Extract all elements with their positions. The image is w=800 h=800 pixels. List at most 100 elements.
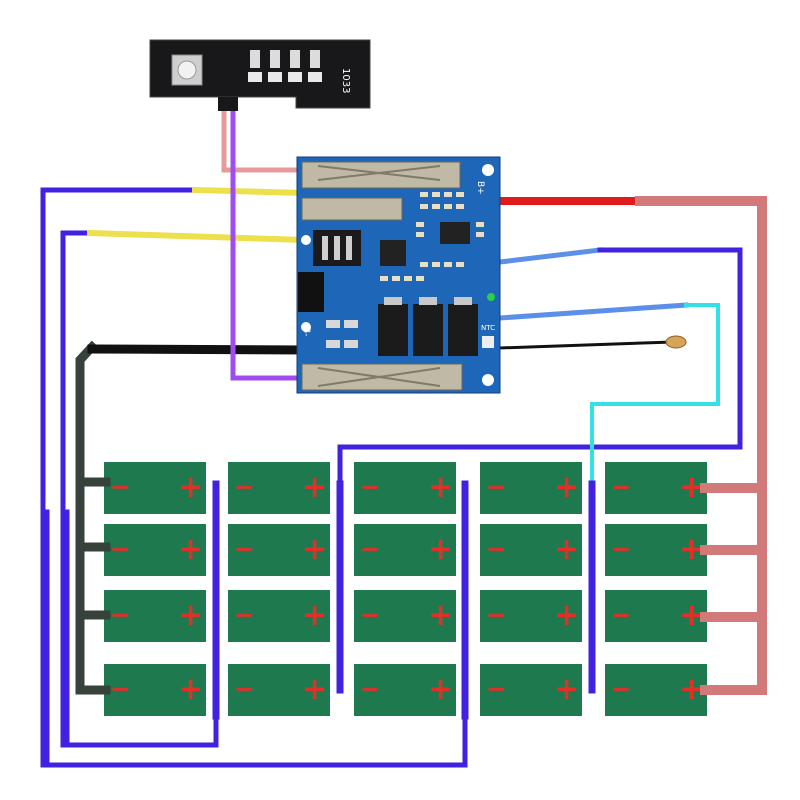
battery-cell: −+ bbox=[480, 590, 582, 642]
cell-minus-sign: − bbox=[360, 535, 380, 563]
battery-cell: −+ bbox=[104, 524, 206, 576]
battery-cell: −+ bbox=[354, 524, 456, 576]
purple-wire bbox=[230, 105, 308, 381]
cell-minus-sign: − bbox=[360, 675, 380, 703]
cell-minus-sign: − bbox=[110, 535, 130, 563]
cell-plus-sign: + bbox=[302, 470, 327, 505]
cell-minus-sign: − bbox=[234, 535, 254, 563]
battery-cell-body bbox=[354, 462, 456, 514]
battery-cell-body bbox=[228, 462, 330, 514]
cell-plus-sign: + bbox=[428, 532, 453, 567]
cell-plus-sign: + bbox=[428, 672, 453, 707]
mounting-hole bbox=[301, 322, 311, 332]
cell-plus-sign: + bbox=[554, 532, 579, 567]
battery-cell: −+ bbox=[228, 462, 330, 514]
battery-cell: −+ bbox=[605, 664, 707, 716]
battery-cell: −+ bbox=[605, 462, 707, 514]
cell-plus-sign: + bbox=[554, 598, 579, 633]
cell-minus-sign: − bbox=[234, 601, 254, 629]
cell-plus-sign: + bbox=[428, 470, 453, 505]
light-blue-wire-2 bbox=[497, 302, 689, 321]
battery-cell-body bbox=[354, 590, 456, 642]
cell-plus-sign: + bbox=[178, 532, 203, 567]
battery-cell-body bbox=[228, 590, 330, 642]
terminal-bottom bbox=[301, 363, 463, 391]
battery-cell-body bbox=[480, 524, 582, 576]
cell-plus-sign: + bbox=[428, 598, 453, 633]
battery-cell-body bbox=[354, 664, 456, 716]
battery-cell: −+ bbox=[354, 462, 456, 514]
cell-minus-sign: − bbox=[611, 535, 631, 563]
battery-cell: −+ bbox=[605, 524, 707, 576]
battery-cell: −+ bbox=[228, 524, 330, 576]
battery-cell-body bbox=[228, 664, 330, 716]
battery-cell: −+ bbox=[104, 664, 206, 716]
cell-plus-sign: + bbox=[178, 672, 203, 707]
yellow-wire-1 bbox=[191, 186, 309, 197]
cell-minus-sign: − bbox=[234, 675, 254, 703]
battery-cell-body bbox=[480, 590, 582, 642]
indicator-code: 1033 bbox=[340, 68, 351, 93]
cell-minus-sign: − bbox=[110, 675, 130, 703]
cell-minus-sign: − bbox=[486, 535, 506, 563]
mosfet-chip-icon bbox=[378, 297, 478, 356]
light-blue-wire-1 bbox=[497, 247, 603, 265]
yellow-wire-2 bbox=[86, 229, 309, 244]
battery-cell-body bbox=[605, 462, 707, 514]
battery-cell-body bbox=[354, 524, 456, 576]
battery-cell-body bbox=[605, 524, 707, 576]
black-block bbox=[298, 272, 324, 312]
smd-components bbox=[326, 192, 494, 348]
pink-red-wire bbox=[635, 196, 767, 695]
cell-minus-sign: − bbox=[611, 601, 631, 629]
bms-board: B+ B- NTC bbox=[296, 156, 501, 394]
cell-minus-sign: − bbox=[486, 473, 506, 501]
cell-minus-sign: − bbox=[360, 601, 380, 629]
label-ntc: NTC bbox=[481, 324, 495, 332]
battery-cell: −+ bbox=[354, 590, 456, 642]
black-ntc-wire bbox=[498, 340, 674, 350]
cell-minus-sign: − bbox=[611, 675, 631, 703]
battery-cell: −+ bbox=[605, 590, 707, 642]
mounting-hole bbox=[482, 164, 494, 176]
battery-cell-body bbox=[605, 664, 707, 716]
cell-plus-sign: + bbox=[302, 598, 327, 633]
cell-plus-sign: + bbox=[679, 598, 704, 633]
battery-cell: −+ bbox=[228, 664, 330, 716]
cell-minus-sign: − bbox=[110, 601, 130, 629]
battery-cell: −+ bbox=[228, 590, 330, 642]
thermistor-bead-icon bbox=[665, 335, 687, 349]
blue-balance-wire bbox=[337, 247, 743, 487]
battery-cell-body bbox=[104, 664, 206, 716]
wires bbox=[40, 105, 767, 768]
battery-cell-body bbox=[104, 524, 206, 576]
mosfet-chip-icon bbox=[313, 230, 361, 266]
battery-cell: −+ bbox=[104, 590, 206, 642]
battery-cells: −+−+−+−+−+−+−+−+−+−+−+−+−+−+−+−+−+−+−+−+ bbox=[104, 462, 707, 716]
dark-bus-wire bbox=[75, 340, 99, 695]
cell-minus-sign: − bbox=[611, 473, 631, 501]
battery-cell-body bbox=[605, 590, 707, 642]
cell-plus-sign: + bbox=[679, 672, 704, 707]
cell-plus-sign: + bbox=[178, 598, 203, 633]
battery-cell: −+ bbox=[354, 664, 456, 716]
cell-minus-sign: − bbox=[486, 675, 506, 703]
cell-plus-sign: + bbox=[554, 470, 579, 505]
battery-cell: −+ bbox=[104, 462, 206, 514]
push-button-icon[interactable] bbox=[171, 54, 203, 86]
cell-minus-sign: − bbox=[486, 601, 506, 629]
indicator-board: 1033 bbox=[149, 39, 371, 111]
battery-cell: −+ bbox=[480, 524, 582, 576]
label-b-minus: B- bbox=[301, 327, 311, 336]
ic-chip bbox=[380, 240, 406, 266]
cell-plus-sign: + bbox=[554, 672, 579, 707]
cell-minus-sign: − bbox=[234, 473, 254, 501]
cell-plus-sign: + bbox=[679, 470, 704, 505]
battery-cell-body bbox=[480, 664, 582, 716]
mounting-hole bbox=[301, 235, 311, 245]
cell-minus-sign: − bbox=[360, 473, 380, 501]
battery-cell-body bbox=[228, 524, 330, 576]
cyan-balance-wire bbox=[590, 303, 720, 486]
